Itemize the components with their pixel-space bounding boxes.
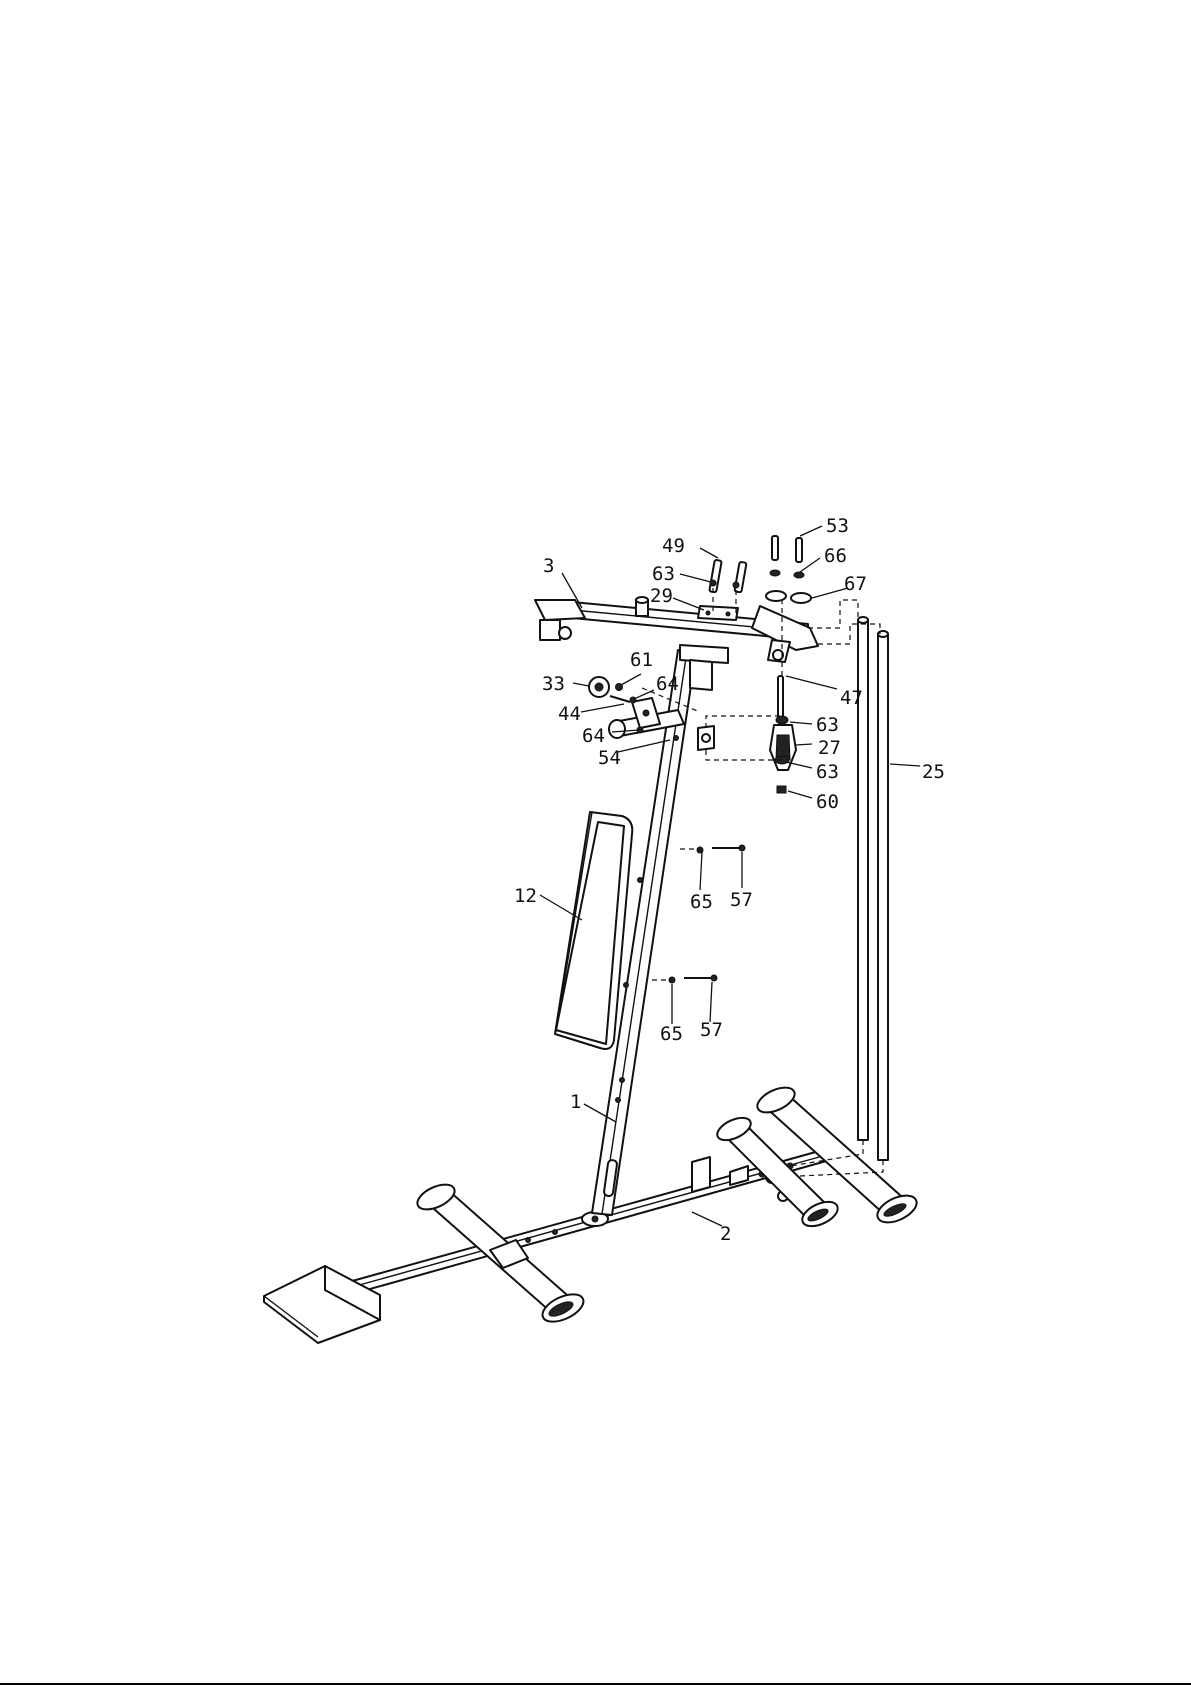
label-part-29: 29 bbox=[650, 585, 673, 607]
label-part-53: 53 bbox=[826, 515, 849, 537]
label-part-12: 12 bbox=[514, 885, 537, 907]
label-part-3: 3 bbox=[543, 555, 554, 577]
back-pad bbox=[555, 812, 632, 1049]
front-stabilizer bbox=[414, 1179, 588, 1327]
label-part-64-upper: 64 bbox=[656, 673, 679, 695]
pulley-assembly bbox=[770, 676, 796, 793]
label-part-57-upper: 57 bbox=[730, 889, 753, 911]
label-part-63-mid: 63 bbox=[816, 714, 839, 736]
label-part-47: 47 bbox=[840, 687, 863, 709]
label-part-63-top: 63 bbox=[652, 563, 675, 585]
label-part-54: 54 bbox=[598, 747, 621, 769]
label-part-65-lower: 65 bbox=[660, 1023, 683, 1045]
label-part-44: 44 bbox=[558, 703, 581, 725]
label-part-27: 27 bbox=[818, 737, 841, 759]
label-part-49: 49 bbox=[662, 535, 685, 557]
label-part-67: 67 bbox=[844, 573, 867, 595]
label-part-60: 60 bbox=[816, 791, 839, 813]
upright-bolts bbox=[669, 845, 745, 983]
label-part-64-lower: 64 bbox=[582, 725, 605, 747]
label-part-2: 2 bbox=[720, 1223, 731, 1245]
label-part-1: 1 bbox=[570, 1091, 581, 1113]
label-part-33: 33 bbox=[542, 673, 565, 695]
base-frame bbox=[345, 1148, 830, 1296]
label-part-65-upper: 65 bbox=[690, 891, 713, 913]
top-bolts bbox=[709, 536, 811, 603]
label-part-66: 66 bbox=[824, 545, 847, 567]
label-part-63-low: 63 bbox=[816, 761, 839, 783]
top-crossbar bbox=[535, 597, 818, 662]
label-part-25: 25 bbox=[922, 761, 945, 783]
label-part-57-lower: 57 bbox=[700, 1019, 723, 1041]
label-part-61: 61 bbox=[630, 649, 653, 671]
